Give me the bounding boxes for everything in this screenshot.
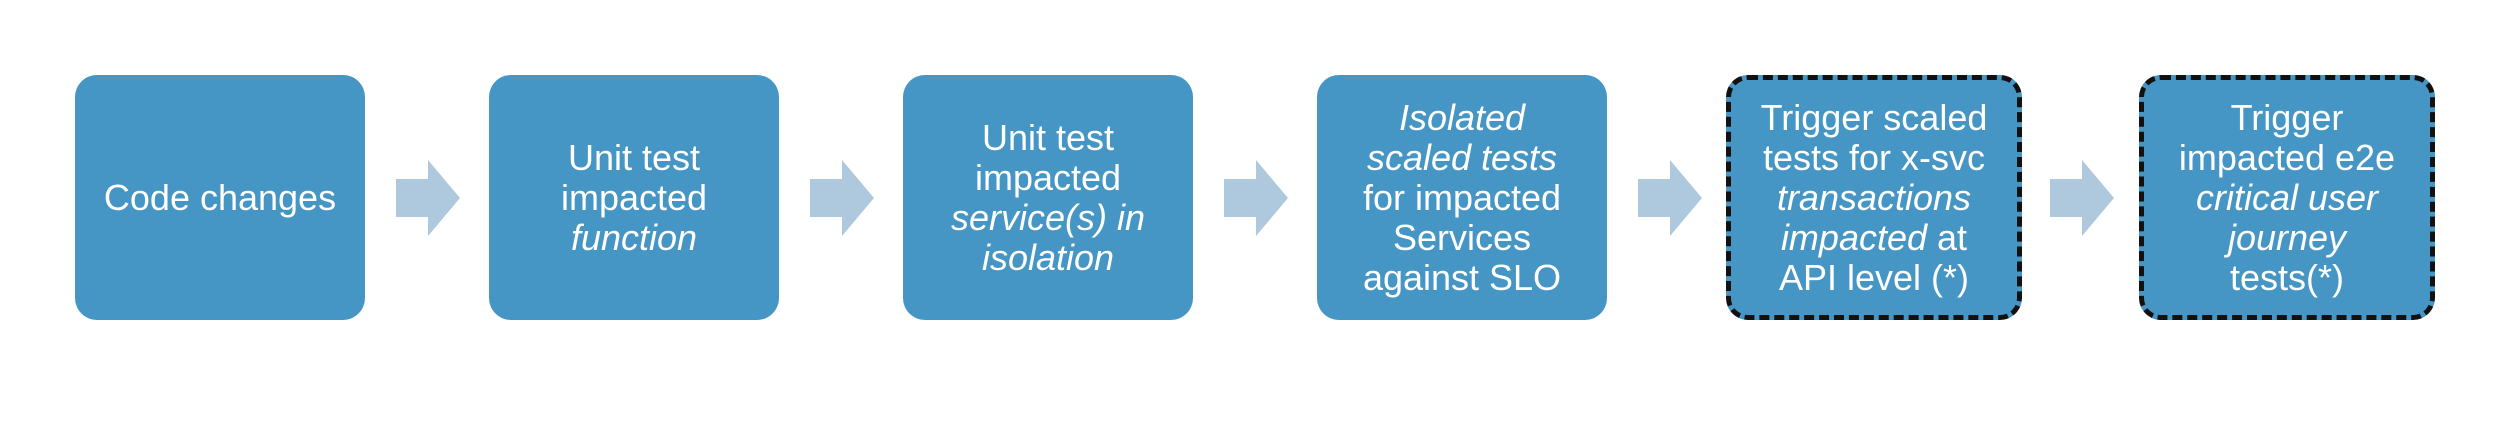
arrow-icon	[1224, 160, 1288, 236]
step-line: critical user	[2179, 176, 2395, 218]
step-line-segment: journey	[2227, 216, 2347, 258]
arrow-shape	[2050, 160, 2114, 236]
step-line: function	[561, 216, 707, 258]
arrow-shape	[1638, 160, 1702, 236]
step-text: Code changes	[103, 176, 337, 218]
step-line: Trigger scaled	[1760, 96, 1988, 138]
step-line-segment: Services	[1392, 216, 1532, 258]
step-code-changes: Code changes	[75, 75, 365, 320]
arrow-shape	[1224, 160, 1288, 236]
step-line-segment: at	[1927, 216, 1968, 258]
step-line-segment: impacted	[974, 156, 1122, 198]
step-line-segment: against SLO	[1362, 256, 1562, 298]
step-line-segment: scaled tests	[1366, 136, 1558, 178]
step-line-segment: function	[570, 216, 698, 258]
step-line: Services	[1363, 216, 1561, 258]
step-line: impacted e2e	[2178, 136, 2396, 178]
step-line-segment: for impacted	[1362, 176, 1562, 218]
step-line: Trigger	[2179, 96, 2395, 138]
step-line-segment: Unit test	[567, 136, 701, 178]
step-line-segment: tests for x-svc	[1762, 136, 1985, 178]
step-line-segment: critical user	[2195, 176, 2379, 218]
step-line-segment: Trigger	[2230, 96, 2344, 138]
step-line-segment: impacted e2e	[2178, 136, 2396, 178]
step-line-segment: impacted	[560, 176, 708, 218]
step-line: isolation	[951, 236, 1145, 278]
step-line: service(s) in	[950, 196, 1146, 238]
step-line: Unit test	[951, 116, 1145, 158]
arrow-shape	[396, 160, 460, 236]
step-line: Unit test	[561, 136, 707, 178]
arrow-icon	[2050, 160, 2114, 236]
step-line: API level (*)	[1761, 256, 1988, 298]
step-line-segment: API level (*)	[1778, 256, 1970, 298]
step-line-segment: transactions	[1776, 176, 1972, 218]
arrow-shape	[810, 160, 874, 236]
step-line-segment: Code changes	[103, 176, 337, 218]
step-line-segment: Unit test	[981, 116, 1115, 158]
step-line: tests for x-svc	[1761, 136, 1988, 178]
step-line: impacted at	[1761, 216, 1988, 258]
step-line: impacted	[951, 156, 1145, 198]
step-line-segment: tests(*)	[2229, 256, 2344, 298]
step-line-segment: Trigger scaled	[1760, 96, 1988, 138]
step-line: tests(*)	[2179, 256, 2395, 298]
step-line: for impacted	[1362, 176, 1562, 218]
step-line: journey	[2179, 216, 2395, 258]
step-line: transactions	[1761, 176, 1988, 218]
arrow-icon	[396, 160, 460, 236]
step-line: Code changes	[103, 176, 337, 218]
step-line-segment: Isolated	[1398, 96, 1526, 138]
step-line: Isolated	[1363, 96, 1561, 138]
arrow-icon	[1638, 160, 1702, 236]
step-line: against SLO	[1362, 256, 1562, 298]
step-line-segment: service(s) in	[950, 196, 1146, 238]
step-line-segment: isolation	[981, 236, 1115, 278]
step-line-segment: impacted	[1780, 216, 1928, 258]
arrow-icon	[810, 160, 874, 236]
step-line: scaled tests	[1363, 136, 1561, 178]
step-line: impacted	[560, 176, 708, 218]
